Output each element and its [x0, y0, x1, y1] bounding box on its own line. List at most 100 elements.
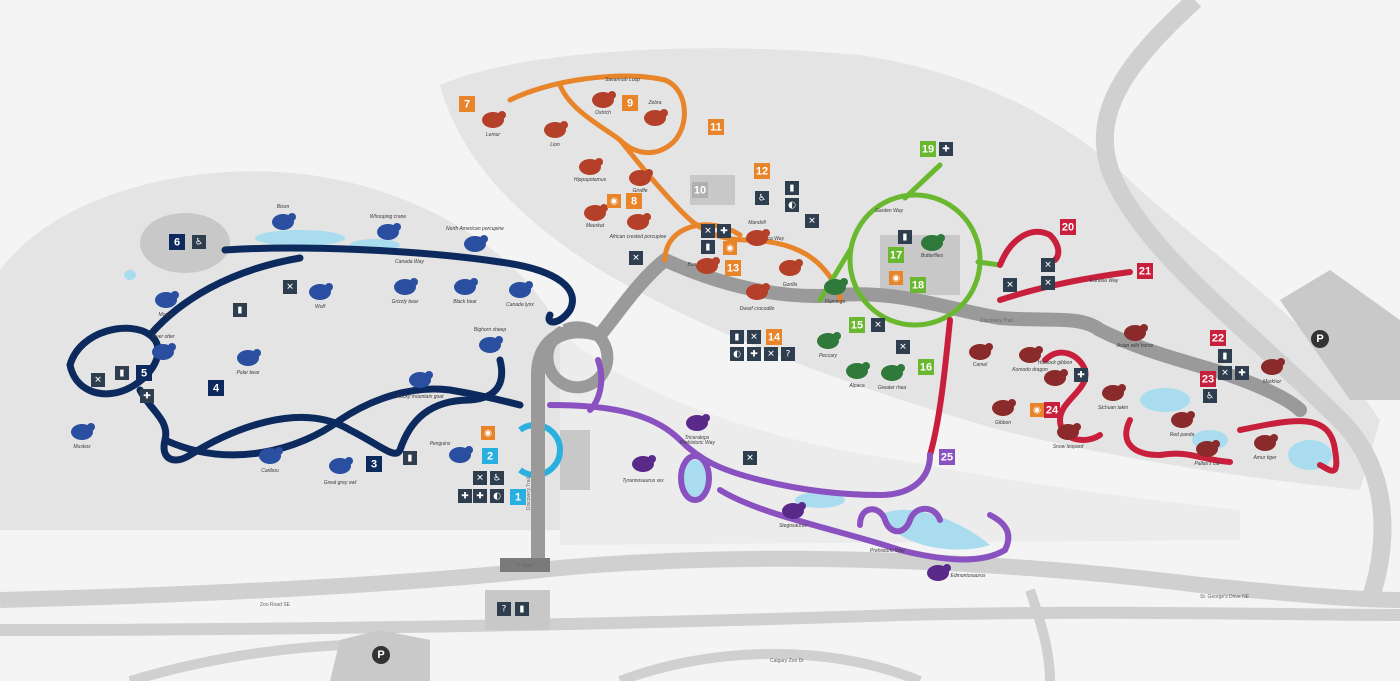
- audio-icon[interactable]: ◉: [607, 194, 621, 208]
- first-aid-icon[interactable]: ✚: [1074, 368, 1088, 382]
- exhibit-marker-18[interactable]: 18: [910, 277, 926, 293]
- animal-caribou[interactable]: Caribou: [259, 447, 283, 474]
- exhibit-marker-9[interactable]: 9: [622, 95, 638, 111]
- animal-whooping-crane[interactable]: Whooping crane: [370, 214, 407, 240]
- animal-gibbon[interactable]: Gibbon: [992, 399, 1016, 426]
- animal-gorilla[interactable]: Gorilla: [779, 259, 803, 288]
- first-aid-icon[interactable]: ✚: [939, 142, 953, 156]
- animal-lemur[interactable]: Lemur: [482, 111, 506, 138]
- food-icon[interactable]: ✕: [1041, 276, 1055, 290]
- animal-north-american-porcupine[interactable]: North American porcupine: [446, 226, 504, 252]
- animal-asian-wild-horse[interactable]: Asian wild horse: [1116, 324, 1154, 349]
- restroom-icon[interactable]: ▮: [403, 451, 417, 465]
- parking-icon-right[interactable]: [1311, 330, 1329, 348]
- exhibit-marker-23[interactable]: 23: [1200, 371, 1216, 387]
- exhibit-marker-15[interactable]: 15: [849, 317, 865, 333]
- animal-tyrannosaurus-rex[interactable]: Tyrannosaurus rex: [622, 455, 664, 484]
- restroom-icon[interactable]: ▮: [898, 230, 912, 244]
- animal-great-grey-owl[interactable]: Great grey owl: [324, 457, 357, 486]
- accessible-icon[interactable]: ♿: [1203, 389, 1217, 403]
- exhibit-marker-8[interactable]: 8: [626, 193, 642, 209]
- accessible-icon[interactable]: ♿: [192, 235, 206, 249]
- exhibit-marker-7[interactable]: 7: [459, 96, 475, 112]
- audio-icon[interactable]: ◉: [481, 426, 495, 440]
- food-icon[interactable]: ✕: [896, 340, 910, 354]
- food-icon[interactable]: ✕: [91, 373, 105, 387]
- food-icon[interactable]: ✕: [701, 224, 715, 238]
- animal-bison[interactable]: Bison: [272, 204, 296, 230]
- animal-red-panda[interactable]: Red panda: [1170, 411, 1195, 438]
- food-icon[interactable]: ✕: [473, 471, 487, 485]
- animal-grizzly-bear[interactable]: Grizzly bear: [392, 278, 419, 305]
- animal-dwarf-crocodile[interactable]: Dwarf crocodile: [740, 283, 775, 312]
- first-aid-icon[interactable]: ✚: [458, 489, 472, 503]
- animal-zebra[interactable]: Zebra: [644, 100, 668, 126]
- audio-icon[interactable]: ◉: [889, 271, 903, 285]
- animal-triceratops[interactable]: Triceratops: [685, 414, 710, 441]
- animal-rocky-mountain-goat[interactable]: Rocky mountain goat: [397, 371, 445, 400]
- food-icon[interactable]: ✕: [1218, 366, 1232, 380]
- animal-moose[interactable]: Moose: [155, 291, 179, 318]
- animal-mandrill[interactable]: Mandrill: [746, 220, 770, 246]
- nursing-icon[interactable]: ◐: [730, 347, 744, 361]
- exhibit-marker-1[interactable]: 1: [510, 489, 526, 505]
- animal-lion[interactable]: Lion: [544, 121, 568, 148]
- accessible-icon[interactable]: ♿: [490, 471, 504, 485]
- info-icon[interactable]: ?: [781, 347, 795, 361]
- nursing-icon[interactable]: ◐: [785, 198, 799, 212]
- first-aid-icon[interactable]: ✚: [717, 224, 731, 238]
- animal-polar-bear[interactable]: Polar bear: [236, 349, 261, 376]
- animal-markhor[interactable]: Markhor: [1261, 358, 1285, 385]
- animal-pallas-s-cat[interactable]: Pallas's cat: [1194, 440, 1220, 467]
- animal-butterflies[interactable]: Butterflies: [921, 234, 945, 259]
- animal-river-otter[interactable]: River otter: [151, 334, 176, 360]
- exhibit-marker-5[interactable]: 5: [136, 365, 152, 381]
- exhibit-marker-24[interactable]: 24: [1044, 402, 1060, 418]
- nursing-icon[interactable]: ◐: [490, 489, 504, 503]
- food-icon[interactable]: ✕: [1003, 278, 1017, 292]
- first-aid-icon[interactable]: ✚: [1235, 366, 1249, 380]
- audio-icon[interactable]: ◉: [1030, 403, 1044, 417]
- animal-stegosaurus[interactable]: Stegosaurus: [779, 502, 808, 529]
- restroom-icon[interactable]: ▮: [515, 602, 529, 616]
- first-aid-icon[interactable]: ✚: [747, 347, 761, 361]
- animal-meerkat[interactable]: Meerkat: [584, 204, 608, 229]
- exhibit-marker-14[interactable]: 14: [766, 329, 782, 345]
- exhibit-marker-4[interactable]: 4: [208, 380, 224, 396]
- exhibit-marker-13[interactable]: 13: [725, 260, 741, 276]
- animal-giraffe[interactable]: Giraffe: [629, 169, 653, 194]
- animal-komodo-dragon[interactable]: Komodo dragon: [1012, 346, 1048, 373]
- exhibit-marker-20[interactable]: 20: [1060, 219, 1076, 235]
- exhibit-marker-12[interactable]: 12: [754, 163, 770, 179]
- food-icon[interactable]: ✕: [743, 451, 757, 465]
- audio-icon[interactable]: ◉: [723, 241, 737, 255]
- food-icon[interactable]: ✕: [764, 347, 778, 361]
- food-icon[interactable]: ✕: [629, 251, 643, 265]
- exhibit-marker-21[interactable]: 21: [1137, 263, 1153, 279]
- animal-bighorn-sheep[interactable]: Bighorn sheep: [474, 327, 506, 353]
- animal-alpaca[interactable]: Alpaca: [846, 362, 870, 389]
- restroom-icon[interactable]: ▮: [1218, 349, 1232, 363]
- animal-hippopotamus[interactable]: Hippopotamus: [574, 158, 607, 183]
- restroom-icon[interactable]: ▮: [233, 303, 247, 317]
- restroom-icon[interactable]: ▮: [785, 181, 799, 195]
- accessible-icon[interactable]: ♿: [755, 191, 769, 205]
- animal-boa[interactable]: Boa: [688, 257, 720, 274]
- food-icon[interactable]: ✕: [1041, 258, 1055, 272]
- parking-icon-bottom[interactable]: [372, 646, 390, 664]
- restroom-icon[interactable]: ▮: [701, 240, 715, 254]
- ctrain-station[interactable]: [500, 558, 550, 572]
- animal-muskox[interactable]: Muskox: [71, 423, 95, 450]
- first-aid-icon[interactable]: ✚: [473, 489, 487, 503]
- animal-canada-lynx[interactable]: Canada lynx: [506, 281, 534, 308]
- animal-camel[interactable]: Camel: [969, 343, 993, 368]
- food-icon[interactable]: ✕: [805, 214, 819, 228]
- restroom-icon[interactable]: ▮: [730, 330, 744, 344]
- exhibit-marker-2[interactable]: 2: [482, 448, 498, 464]
- animal-snow-leopard[interactable]: Snow leopard: [1053, 423, 1084, 450]
- animal-ostrich[interactable]: Ostrich: [592, 91, 616, 116]
- exhibit-marker-16[interactable]: 16: [918, 359, 934, 375]
- exhibit-marker-19[interactable]: 19: [920, 141, 936, 157]
- animal-african-crested-porcupine[interactable]: African crested porcupine: [609, 213, 667, 240]
- exhibit-marker-22[interactable]: 22: [1210, 330, 1226, 346]
